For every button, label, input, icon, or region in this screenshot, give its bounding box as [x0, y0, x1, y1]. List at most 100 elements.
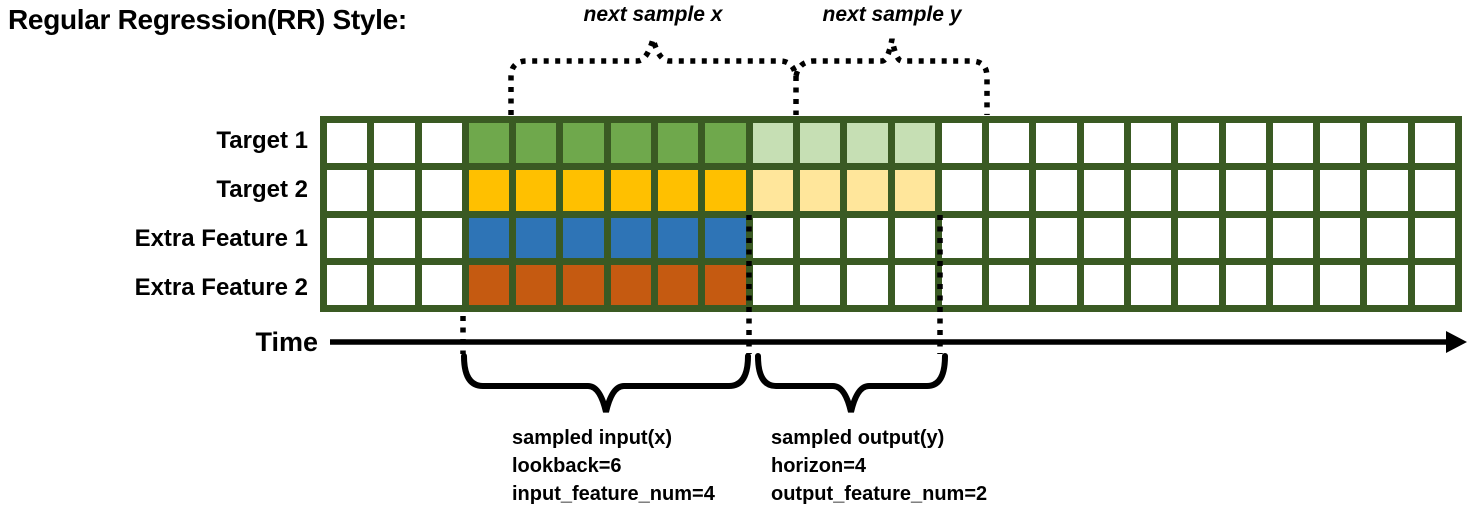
grid-cell: [516, 170, 557, 211]
grid-cell: [847, 217, 888, 258]
grid-cell: [941, 217, 983, 258]
grid-cell: [468, 123, 510, 164]
grid-cell: [468, 170, 510, 211]
grid-cell: [1225, 170, 1266, 211]
grid-cell: [421, 170, 462, 211]
grid-cell: [1130, 170, 1172, 211]
lookback-value: lookback=6: [512, 455, 622, 477]
grid-cell: [563, 123, 604, 164]
grid-cell: [894, 217, 935, 258]
grid-cell: [421, 123, 462, 164]
grid-cell: [1083, 217, 1124, 258]
grid-cell: [752, 264, 793, 305]
grid-cell: [1414, 123, 1455, 164]
grid-cell: [989, 123, 1030, 164]
grid-cell: [1130, 123, 1172, 164]
grid-cell: [1083, 264, 1124, 305]
grid-cell: [894, 123, 935, 164]
grid-cell: [705, 170, 746, 211]
grid-cell: [658, 217, 699, 258]
grid-cell: [1225, 217, 1266, 258]
row-label-target-1: Target 1: [216, 126, 308, 154]
grid-cell: [1367, 123, 1408, 164]
grid-cell: [374, 170, 415, 211]
grid-cell: [1130, 217, 1172, 258]
grid-cell: [1083, 170, 1124, 211]
row-label-extra-feature-1: Extra Feature 1: [134, 224, 308, 252]
grid-cell: [516, 123, 557, 164]
grid-cell: [1178, 264, 1219, 305]
grid-cell: [941, 123, 983, 164]
grid-cell: [799, 264, 841, 305]
grid-cell: [327, 123, 368, 164]
grid-cell: [658, 170, 699, 211]
grid-cell: [374, 217, 415, 258]
sampled-output-title: sampled output(y): [771, 427, 945, 449]
grid-cell: [1320, 123, 1361, 164]
sampled-input-brace: [461, 353, 751, 413]
grid-cell: [1272, 264, 1314, 305]
grid-cell: [327, 170, 368, 211]
grid-cell: [1414, 217, 1455, 258]
grid-cell: [1367, 217, 1408, 258]
input-feature-num-value: input_feature_num=4: [512, 483, 715, 505]
grid-cell: [989, 170, 1030, 211]
grid-cell: [610, 170, 652, 211]
grid-cell: [516, 264, 557, 305]
grid-cell: [658, 123, 699, 164]
grid-cell: [658, 264, 699, 305]
grid-cell: [516, 217, 557, 258]
grid-cell: [847, 170, 888, 211]
grid-cell: [1178, 217, 1219, 258]
grid-cell: [610, 264, 652, 305]
row-label-target-2: Target 2: [216, 175, 308, 203]
next-sample-y-label: next sample y: [822, 3, 962, 26]
grid-cell: [752, 123, 793, 164]
horizon-value: horizon=4: [771, 455, 867, 477]
time-axis-label: Time: [255, 327, 318, 357]
grid-cell: [1036, 217, 1077, 258]
sampled-input-note: sampled input(x) lookback=6 input_featur…: [512, 424, 715, 508]
grid-cell: [705, 217, 746, 258]
grid-cell: [1225, 123, 1266, 164]
grid-cell: [1367, 264, 1408, 305]
grid-cell: [847, 264, 888, 305]
grid-cell: [327, 217, 368, 258]
grid-cell: [374, 264, 415, 305]
grid-cell: [705, 123, 746, 164]
output-feature-num-value: output_feature_num=2: [771, 483, 988, 505]
grid-cell: [847, 123, 888, 164]
grid-cell: [1178, 123, 1219, 164]
grid-cell: [705, 264, 746, 305]
grid-cell: [468, 264, 510, 305]
sampled-input-title: sampled input(x): [512, 427, 673, 449]
grid-cell: [941, 264, 983, 305]
grid-cell: [563, 217, 604, 258]
grid-cell: [1272, 123, 1314, 164]
time-axis-arrowhead: [1446, 331, 1467, 353]
grid-cell: [1178, 170, 1219, 211]
row-label-extra-feature-2: Extra Feature 2: [134, 273, 308, 301]
grid-cell: [1414, 170, 1455, 211]
grid-cell: [799, 123, 841, 164]
grid-cell: [563, 264, 604, 305]
grid-cell: [1272, 217, 1314, 258]
grid-cell: [894, 264, 935, 305]
grid-cell: [374, 123, 415, 164]
grid-cell: [1272, 170, 1314, 211]
grid-cell: [989, 217, 1030, 258]
grid-cell: [610, 123, 652, 164]
sampling-grid: [320, 116, 1462, 312]
grid-cell: [1036, 170, 1077, 211]
grid-cell: [799, 170, 841, 211]
diagram-title: Regular Regression(RR) Style:: [8, 4, 407, 35]
grid-cell: [1414, 264, 1455, 305]
grid-cell: [1083, 123, 1124, 164]
grid-cell: [1225, 264, 1266, 305]
sampled-output-brace: [755, 353, 948, 413]
grid-cell: [1320, 170, 1361, 211]
next-sample-y-brace: [793, 38, 990, 115]
grid-cell: [1036, 264, 1077, 305]
grid-cell: [752, 217, 793, 258]
